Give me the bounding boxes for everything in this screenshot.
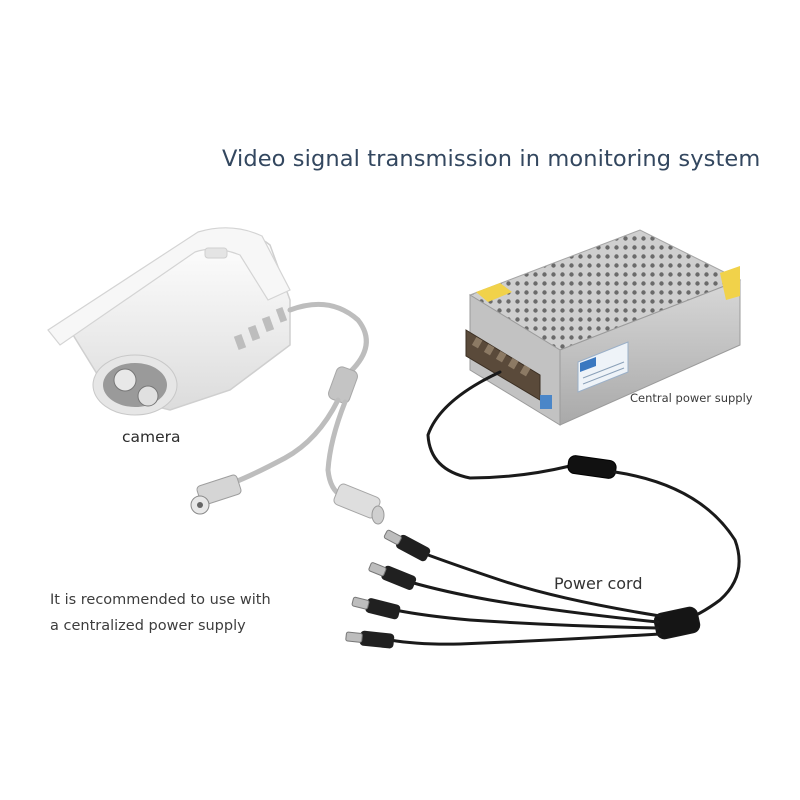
dc-plug-icon xyxy=(345,529,431,649)
camera-cable-icon xyxy=(232,301,369,499)
camera-icon xyxy=(47,227,291,416)
camera-label: camera xyxy=(122,428,181,446)
power-supply-label: Central power supply xyxy=(630,391,753,405)
power-supply-icon xyxy=(465,229,742,426)
bnc-connector-icon xyxy=(190,474,242,515)
power-cord-icon xyxy=(388,370,741,646)
power-cord-label: Power cord xyxy=(554,574,643,593)
recommendation-line-2: a centralized power supply xyxy=(50,618,246,634)
recommendation-line-1: It is recommended to use with xyxy=(50,592,271,608)
page-title: Video signal transmission in monitoring … xyxy=(222,146,761,172)
dc-female-connector-icon xyxy=(333,483,385,525)
